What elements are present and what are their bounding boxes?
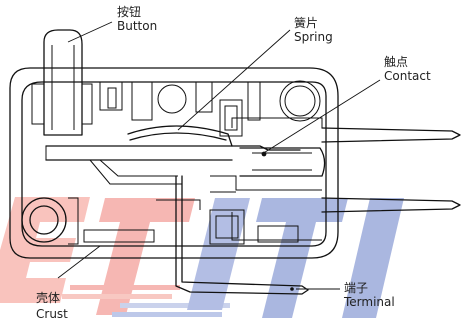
button-label-en: Button <box>117 19 157 33</box>
lower-internals <box>83 199 299 245</box>
spring-label-cn: 簧片 <box>294 15 318 30</box>
switch-housing <box>9 67 339 259</box>
button-leader <box>67 21 113 43</box>
crust-leader <box>57 245 101 279</box>
terminal-label-cn: 端子 <box>344 281 368 295</box>
right-terminals <box>231 117 461 241</box>
contact-label-cn: 触点 <box>384 55 408 69</box>
button-label-cn: 按钮 <box>117 4 141 19</box>
contact-label-en: Contact <box>384 69 431 83</box>
contact-leader <box>261 79 381 155</box>
spring-label-en: Spring <box>294 30 333 44</box>
button-plunger <box>31 29 93 136</box>
crust-label-cn: 壳体 <box>36 291 60 305</box>
spring-leader <box>177 29 291 131</box>
crust-label-en: Crust <box>36 307 68 321</box>
contact-assembly <box>210 147 326 193</box>
mounting-hole <box>21 197 79 245</box>
bottom-terminal <box>175 175 309 295</box>
internal-ribs <box>99 80 321 137</box>
terminal-label-en: Terminal <box>343 295 395 309</box>
